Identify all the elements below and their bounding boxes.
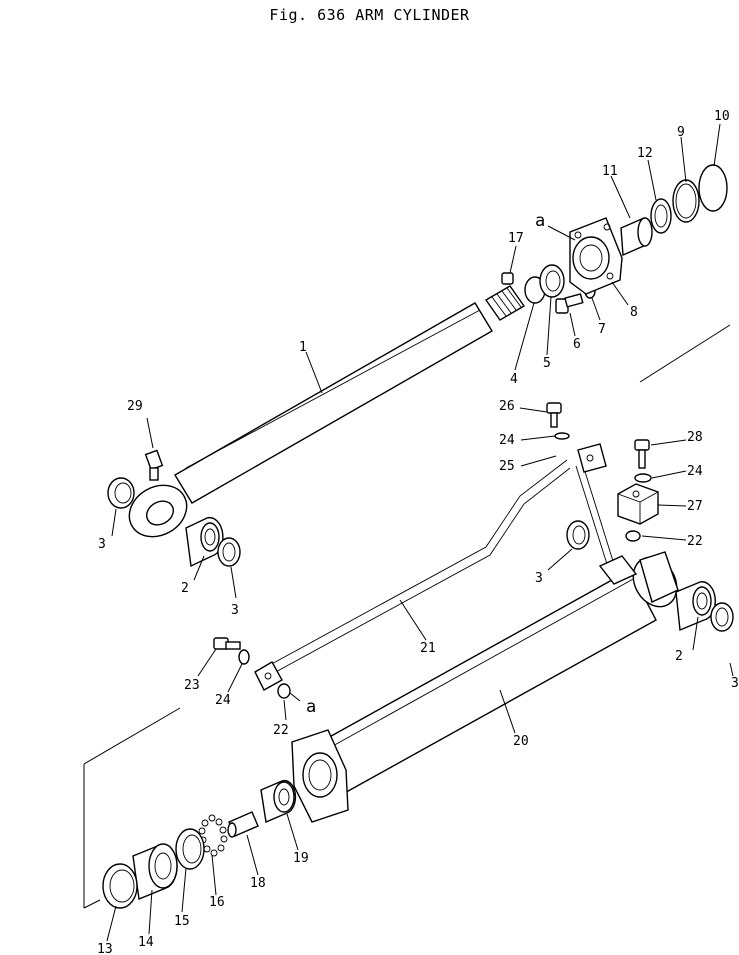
callout-16: 16 — [209, 895, 225, 910]
callout-18: 18 — [250, 876, 266, 891]
callout-labels: 1 2 2 3 3 3 3 4 5 6 7 8 9 10 11 12 13 14… — [97, 109, 739, 955]
callout-24-lower: 24 — [215, 693, 231, 708]
callout-12: 12 — [637, 146, 653, 161]
callout-23: 23 — [184, 678, 200, 693]
grease-fitting-29 — [144, 417, 164, 481]
rod-eye-dust-seal-3b — [217, 537, 241, 567]
piston-rod — [128, 285, 526, 538]
marker-a-lower: a — [306, 697, 316, 717]
cylinder-head-8 — [569, 217, 623, 295]
seal-12 — [650, 198, 672, 234]
wear-ring-13 — [102, 863, 138, 909]
block-27 — [617, 483, 659, 525]
tube-dust-seal-3-right — [710, 602, 734, 632]
cylinder-tube-20 — [291, 551, 679, 823]
callout-27: 27 — [687, 499, 703, 514]
o-ring-22-right — [625, 530, 641, 542]
bolt-6 — [555, 293, 584, 314]
screw-18 — [227, 811, 259, 838]
callout-6: 6 — [573, 337, 581, 352]
tube-dust-seal-3-upper — [566, 520, 590, 550]
pipe-21 — [254, 459, 619, 691]
o-ring-10 — [698, 164, 728, 212]
callout-24-upper: 24 — [499, 433, 515, 448]
washer-24-upper — [554, 432, 570, 440]
callout-21: 21 — [420, 641, 436, 656]
callout-13: 13 — [97, 942, 113, 955]
callout-1: 1 — [299, 340, 307, 355]
rod-eye-dust-seal-3 — [107, 477, 135, 509]
bolt-28 — [634, 439, 650, 469]
callout-3-tube-top: 3 — [535, 571, 543, 586]
callout-3-rod-right: 3 — [231, 603, 239, 618]
backup-ring-9 — [672, 179, 700, 223]
washer-24-lower — [238, 649, 250, 665]
ring-15 — [175, 828, 205, 870]
callout-10: 10 — [714, 109, 730, 124]
callout-3-rod-left: 3 — [98, 537, 106, 552]
callout-29: 29 — [127, 399, 143, 414]
figure-title: Fig. 636 ARM CYLINDER — [269, 6, 470, 24]
callout-15: 15 — [174, 914, 190, 929]
callout-4: 4 — [510, 372, 518, 387]
callout-11: 11 — [602, 164, 618, 179]
nut-17 — [501, 272, 514, 285]
callout-26: 26 — [499, 399, 515, 414]
flange-25 — [577, 443, 607, 473]
callout-22-right: 22 — [687, 534, 703, 549]
callout-25: 25 — [499, 459, 515, 474]
bushing-11 — [620, 217, 653, 257]
callout-20: 20 — [513, 734, 529, 749]
callout-19: 19 — [293, 851, 309, 866]
callout-7: 7 — [598, 322, 606, 337]
callout-24-right: 24 — [687, 464, 703, 479]
rod-eye-bushing-2 — [185, 516, 224, 568]
callout-14: 14 — [138, 935, 154, 950]
marker-a-upper: a — [535, 211, 545, 231]
callout-17: 17 — [508, 231, 524, 246]
callout-8: 8 — [630, 305, 638, 320]
leader-lines — [106, 123, 734, 942]
bolt-26 — [546, 402, 562, 428]
callout-2-rod: 2 — [181, 581, 189, 596]
bolt-23 — [213, 637, 241, 650]
callout-3-tube-right: 3 — [731, 676, 739, 691]
spacer-19 — [260, 779, 297, 823]
callout-5: 5 — [543, 356, 551, 371]
balls-16 — [198, 814, 228, 857]
seal-5 — [539, 264, 565, 298]
piston-14 — [132, 843, 178, 900]
callout-28: 28 — [687, 430, 703, 445]
group-outline-lines — [83, 324, 731, 909]
callout-2-tube: 2 — [675, 649, 683, 664]
tube-bushing-2 — [675, 581, 716, 632]
callout-9: 9 — [677, 125, 685, 140]
washer-24-right — [634, 473, 652, 483]
o-ring-22-lower — [277, 683, 291, 699]
callout-22-lower: 22 — [273, 723, 289, 738]
